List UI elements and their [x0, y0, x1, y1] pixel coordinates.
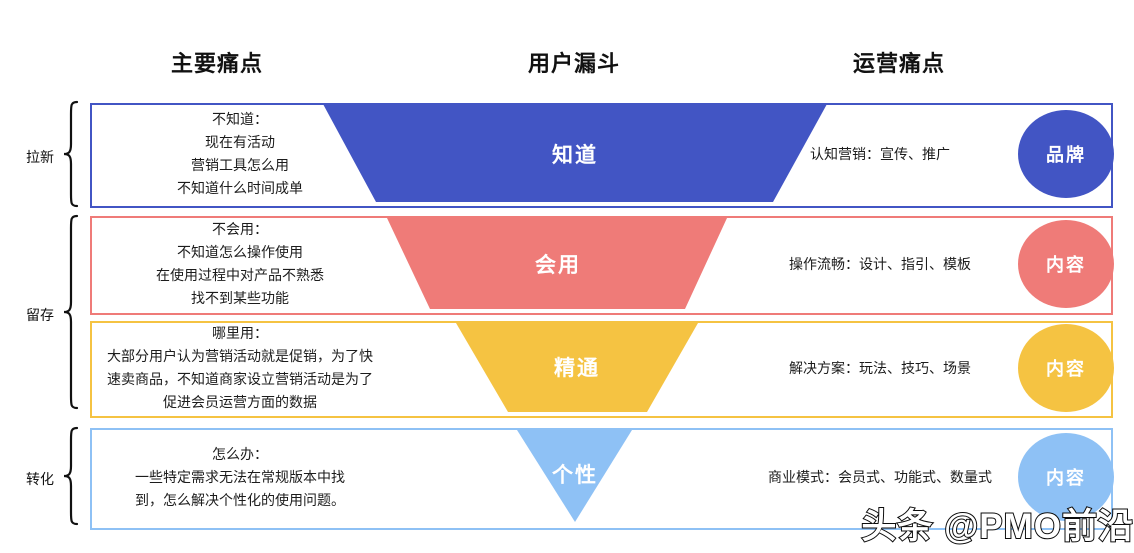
badge-content-1-label: 内容 [1046, 255, 1086, 275]
watermark: 头条 @PMO前沿 [860, 506, 1134, 547]
ops-text-personal: 商业模式：会员式、功能式、数量式 [768, 469, 992, 485]
badge-content-1: 内容 [1018, 220, 1114, 308]
funnel-label-personal: 个性 [552, 464, 598, 487]
brace-retain [63, 214, 79, 410]
pain-text-acquire: 不知道： 现在有活动 营销工具怎么用 不知道什么时间成单 [177, 110, 303, 196]
funnel-label-use: 会用 [535, 254, 581, 277]
ops-text-master: 解决方案：玩法、技巧、场景 [789, 359, 971, 376]
header-user-funnel: 用户漏斗 [527, 51, 620, 76]
badge-content-2-label: 内容 [1046, 359, 1086, 379]
group-label-convert: 转化 [26, 471, 54, 487]
brace-convert [63, 426, 79, 526]
group-label-acquire: 拉新 [26, 149, 54, 165]
badge-content-3-label: 内容 [1046, 468, 1086, 488]
pain-text-learn: 不会用： 不知道怎么操作使用 在使用过程中对产品不熟悉 找不到某些功能 [156, 220, 324, 306]
header-ops-pain-points: 运营痛点 [852, 51, 945, 76]
header-main-pain-points: 主要痛点 [170, 51, 263, 76]
badge-brand-label: 品牌 [1046, 145, 1086, 165]
pain-text-personal: 怎么办： 一些特定需求无法在常规版本中找 到，怎么解决个性化的使用问题。 [135, 445, 345, 508]
funnel-label-master: 精通 [554, 357, 600, 380]
group-label-retain: 留存 [26, 307, 54, 323]
ops-text-acquire: 认知营销：宣传、推广 [810, 145, 950, 162]
badge-content-3: 内容 [1018, 433, 1114, 521]
badge-content-2: 内容 [1018, 324, 1114, 412]
ops-text-learn: 操作流畅：设计、指引、模板 [789, 255, 971, 272]
brace-acquire [63, 100, 79, 208]
pain-text-master: 哪里用： 大部分用户认为营销活动就是促销，为了快 速卖商品，不知道商家设立营销活… [107, 324, 373, 410]
badge-brand: 品牌 [1018, 110, 1114, 198]
funnel-label-know: 知道 [552, 144, 598, 167]
